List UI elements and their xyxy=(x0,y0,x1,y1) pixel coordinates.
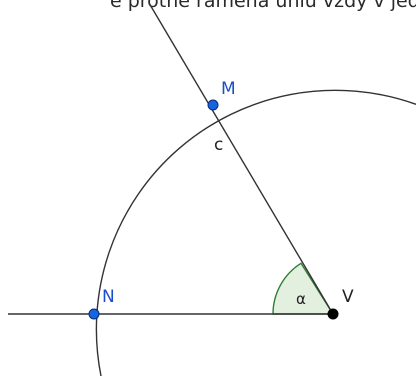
label-v: V xyxy=(342,287,354,307)
caption-text: e protne ramena úhlu vždy v jedn xyxy=(110,0,416,12)
label-m: M xyxy=(221,79,236,99)
point-m[interactable] xyxy=(207,99,219,111)
point-n[interactable] xyxy=(88,308,100,320)
label-alpha: α xyxy=(296,290,306,308)
circle-arc xyxy=(95,89,416,376)
label-c: c xyxy=(214,135,223,155)
point-v[interactable] xyxy=(327,308,339,320)
label-n: N xyxy=(102,287,115,307)
ray-through-m xyxy=(148,2,334,315)
angle-sector xyxy=(272,262,335,315)
